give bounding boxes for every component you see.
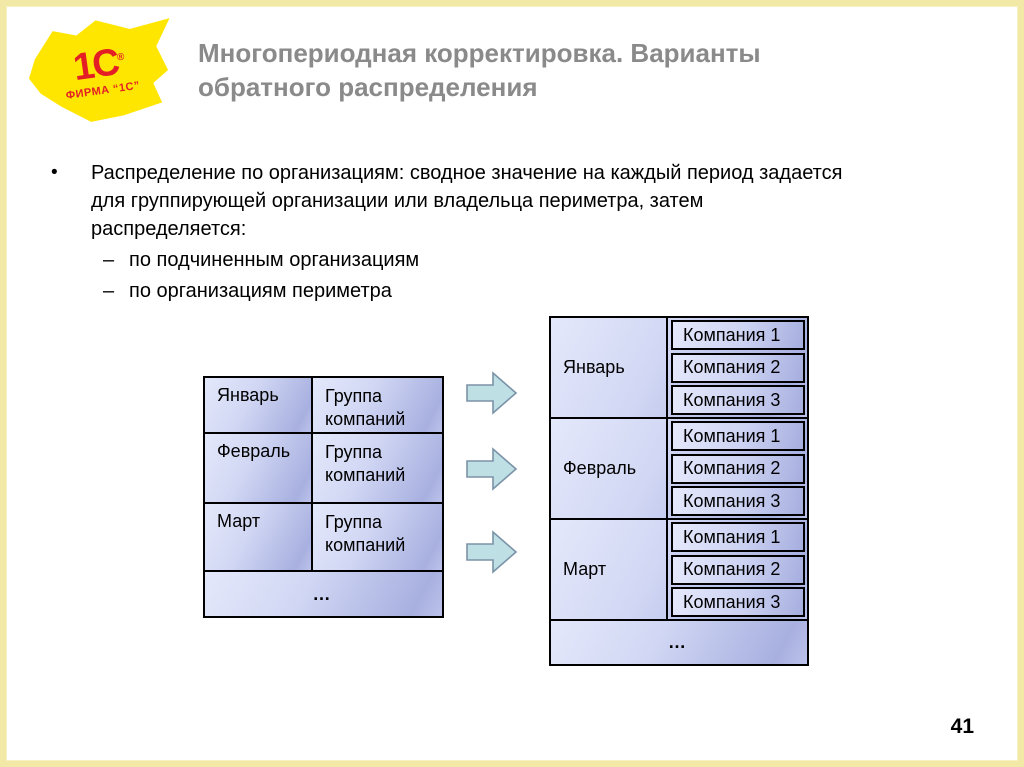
value-cell: Группа компаний (313, 504, 442, 570)
ellipsis-cell: … (551, 621, 807, 664)
main-bullet: • Распределение по организациям: сводное… (51, 159, 971, 243)
logo-brand-text: 1С® (70, 41, 126, 90)
company-logo: 1С® ФИРМА “1С” (26, 16, 174, 124)
right-arrow-icon (466, 530, 518, 574)
slide-title-line2: обратного распределения (198, 72, 538, 102)
period-cell: Февраль (551, 419, 668, 518)
period-cell: Январь (551, 318, 668, 417)
right-arrow-icon (466, 447, 518, 491)
dash-marker: – (103, 280, 115, 302)
period-group-row: Февраль Компания 1 Компания 2 Компания 3 (551, 419, 807, 520)
company-cell: Компания 2 (671, 453, 805, 484)
sub-bullet: – по подчиненным организациям (103, 245, 419, 276)
period-cell: Март (205, 504, 313, 570)
sub-bullet-list: – по подчиненным организациям – по орган… (103, 245, 419, 307)
company-cell: Компания 1 (671, 522, 805, 552)
period-group-row: Март Компания 1 Компания 2 Компания 3 (551, 520, 807, 621)
slide-title: Многопериодная корректировка. Варианты о… (198, 36, 958, 104)
slide-title-line1: Многопериодная корректировка. Варианты (198, 38, 761, 68)
table-row: … (205, 572, 442, 616)
company-cell: Компания 1 (671, 320, 805, 350)
company-cell: Компания 2 (671, 352, 805, 383)
sub-bullet-text: по организациям периметра (129, 280, 392, 302)
value-cell: Группа компаний (313, 434, 442, 502)
period-group-row: Январь Компания 1 Компания 2 Компания 3 (551, 318, 807, 419)
value-cell: Группа компаний (313, 378, 442, 432)
company-cell: Компания 3 (671, 587, 805, 617)
company-cell: Компания 3 (671, 486, 805, 516)
right-arrow-icon (466, 371, 518, 415)
page-number: 41 (950, 715, 974, 738)
company-cell: Компания 2 (671, 554, 805, 585)
ellipsis-cell: … (205, 572, 442, 616)
table-row: Март Группа компаний (205, 504, 442, 572)
distributed-period-table: Январь Компания 1 Компания 2 Компания 3 … (549, 316, 809, 666)
main-bullet-text: Распределение по организациям: сводное з… (91, 162, 843, 240)
sub-bullet: – по организациям периметра (103, 276, 419, 307)
table-row: Февраль Группа компаний (205, 434, 442, 504)
source-period-table: Январь Группа компаний Февраль Группа ко… (203, 376, 444, 618)
dash-marker: – (103, 249, 115, 271)
period-cell: Январь (205, 378, 313, 432)
company-cell: Компания 3 (671, 385, 805, 415)
period-cell: Март (551, 520, 668, 619)
bullet-marker: • (51, 162, 58, 183)
company-cell: Компания 1 (671, 421, 805, 451)
registered-mark: ® (116, 51, 126, 64)
period-cell: Февраль (205, 434, 313, 502)
table-row: Январь Группа компаний (205, 378, 442, 434)
sub-bullet-text: по подчиненным организациям (129, 249, 420, 271)
